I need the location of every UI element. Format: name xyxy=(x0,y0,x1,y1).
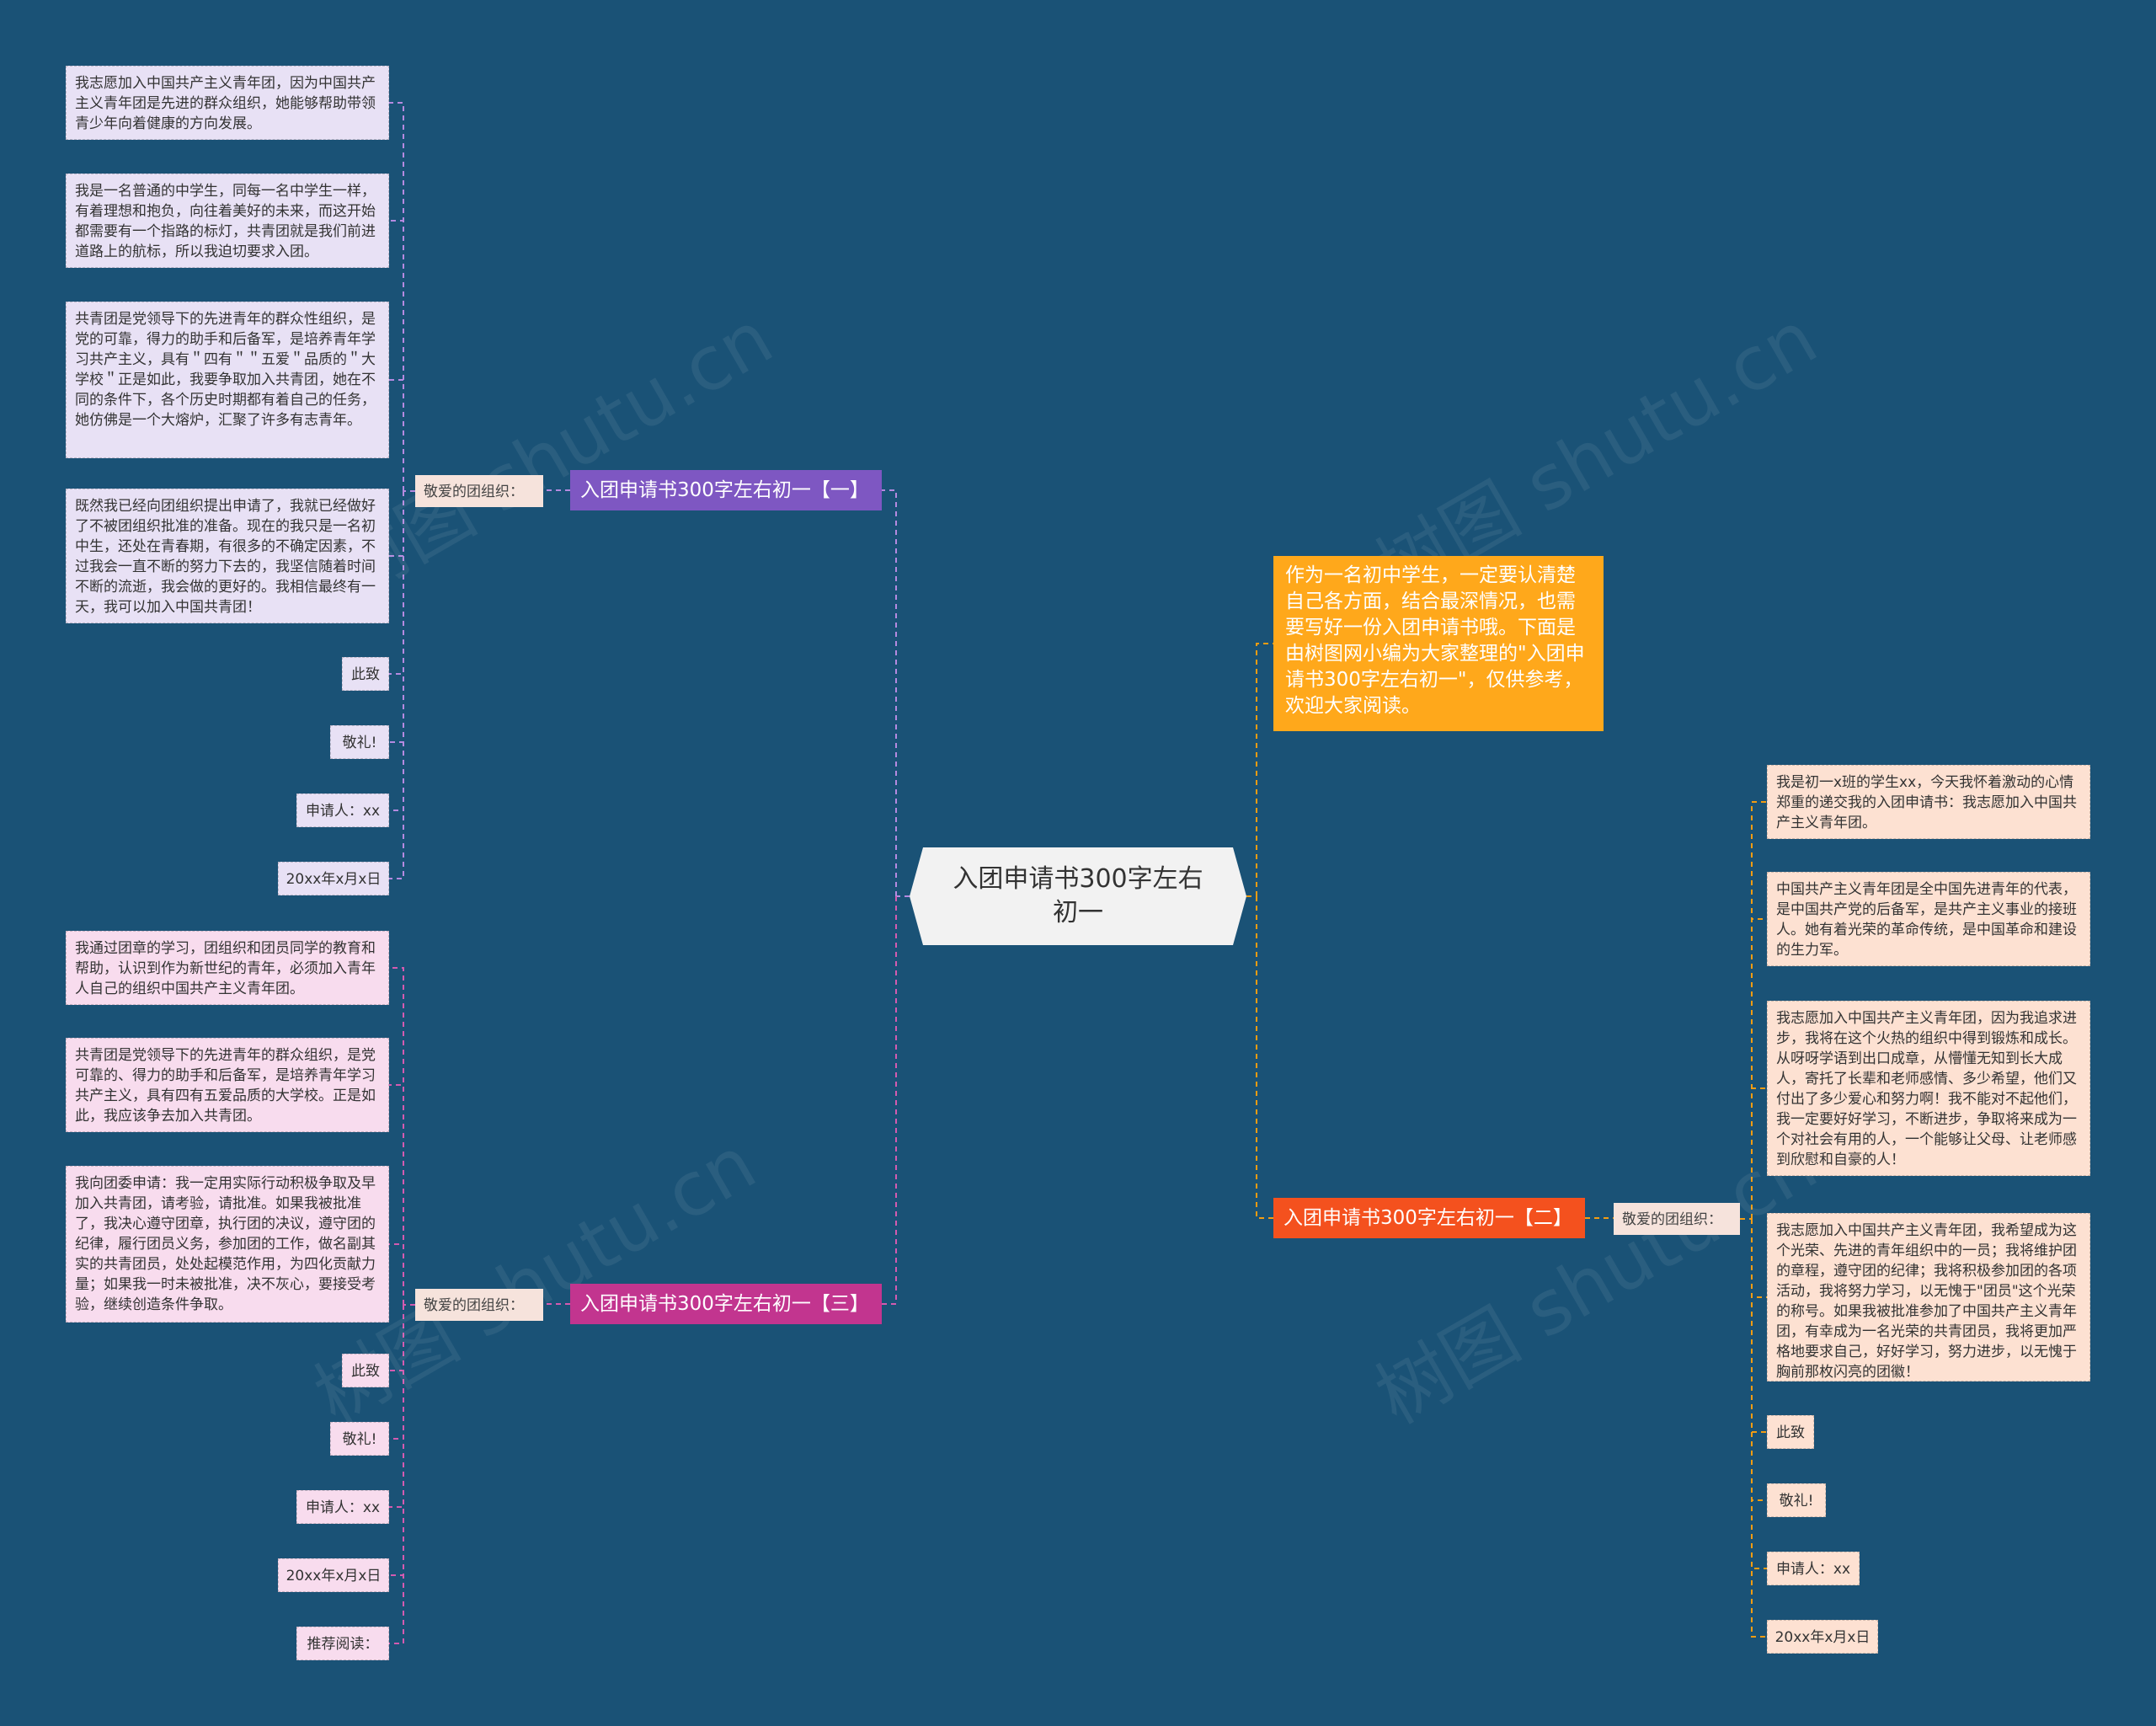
branch-3-item-7[interactable]: 20xx年x月x日 xyxy=(278,1558,389,1592)
branch-3-item-3[interactable]: 我向团委申请：我一定用实际行动积极争取及早加入共青团，请考验，请批准。如果我被批… xyxy=(66,1166,389,1323)
connector xyxy=(1256,643,1273,896)
connector xyxy=(1256,896,1273,1219)
connector xyxy=(389,379,404,491)
branch-3-item-1[interactable]: 我通过团章的学习，团组织和团员同学的教育和帮助，认识到作为新世纪的青年，必须加入… xyxy=(66,931,389,1005)
branch-1-item-4[interactable]: 既然我已经向团组织提出申请了，我就已经做好了不被团组织批准的准备。现在的我只是一… xyxy=(66,489,389,623)
branch-2-item-7[interactable]: 申请人：xx xyxy=(1767,1552,1860,1585)
branch-1-item-8[interactable]: 20xx年x月x日 xyxy=(278,862,389,895)
branch-2-item-5[interactable]: 此致 xyxy=(1767,1415,1814,1449)
connector xyxy=(1751,1219,1767,1638)
branch-1-salutation[interactable]: 敬爱的团组织： xyxy=(415,475,543,507)
connector xyxy=(882,896,897,1305)
branch-1-item-7[interactable]: 申请人：xx xyxy=(296,794,389,827)
connector xyxy=(1751,1219,1767,1433)
branch-3-item-6[interactable]: 申请人：xx xyxy=(296,1490,389,1524)
connector xyxy=(389,220,404,491)
branch-3-item-8[interactable]: 推荐阅读： xyxy=(296,1627,389,1660)
branch-3-topic[interactable]: 入团申请书300字左右初一【三】 xyxy=(570,1284,882,1324)
connector xyxy=(389,967,404,1305)
branch-3-item-2[interactable]: 共青团是党领导下的先进青年的群众组织，是党可靠的、得力的助手和后备军，是培养青年… xyxy=(66,1038,389,1132)
connector xyxy=(1751,1087,1767,1219)
branch-2-item-8[interactable]: 20xx年x月x日 xyxy=(1767,1620,1878,1654)
branch-2-item-3[interactable]: 我志愿加入中国共产主义青年团，因为我追求进步，我将在这个火热的组织中得到锻炼和成… xyxy=(1767,1001,2090,1176)
root-topic[interactable]: 入团申请书300字左右初一 xyxy=(910,847,1246,945)
branch-1-item-6[interactable]: 敬礼! xyxy=(330,725,389,759)
branch-1-item-3[interactable]: 共青团是党领导下的先进青年的群众性组织，是党的可靠，得力的助手和后备军，是培养青… xyxy=(66,302,389,458)
branch-1-item-2[interactable]: 我是一名普通的中学生，同每一名中学生一样，有着理想和抱负，向往着美好的未来，而这… xyxy=(66,174,389,268)
connector xyxy=(1751,918,1767,1219)
branch-3-salutation[interactable]: 敬爱的团组织： xyxy=(415,1289,543,1321)
branch-2-topic[interactable]: 入团申请书300字左右初一【二】 xyxy=(1273,1198,1585,1238)
branch-2-item-1[interactable]: 我是初一x班的学生xx，今天我怀着激动的心情郑重的递交我的入团申请书：我志愿加入… xyxy=(1767,765,2090,839)
connector xyxy=(389,102,404,491)
branch-1-topic[interactable]: 入团申请书300字左右初一【一】 xyxy=(570,470,882,510)
branch-2-item-4[interactable]: 我志愿加入中国共产主义青年团，我希望成为这个光荣、先进的青年组织中的一员；我将维… xyxy=(1767,1213,2090,1381)
intro-node[interactable]: 作为一名初中学生，一定要认清楚自己各方面，结合最深情况，也需要写好一份入团申请书… xyxy=(1273,556,1604,731)
connector xyxy=(389,1243,404,1305)
connector xyxy=(389,1305,404,1644)
connector xyxy=(1751,1219,1767,1569)
branch-2-item-2[interactable]: 中国共产主义青年团是全中国先进青年的代表，是中国共产党的后备军，是共产主义事业的… xyxy=(1767,872,2090,966)
branch-3-item-5[interactable]: 敬礼! xyxy=(330,1422,389,1456)
branch-3-item-4[interactable]: 此致 xyxy=(342,1354,389,1387)
branch-1-item-5[interactable]: 此致 xyxy=(342,657,389,691)
connector xyxy=(882,489,897,896)
branch-2-salutation[interactable]: 敬爱的团组织： xyxy=(1614,1203,1740,1235)
branch-2-item-6[interactable]: 敬礼! xyxy=(1767,1483,1826,1517)
root-title: 入团申请书300字左右初一 xyxy=(953,864,1203,927)
branch-1-item-1[interactable]: 我志愿加入中国共产主义青年团，因为中国共产主义青年团是先进的群众组织，她能够帮助… xyxy=(66,66,389,140)
connector xyxy=(1751,1219,1767,1501)
connector xyxy=(389,1084,404,1305)
